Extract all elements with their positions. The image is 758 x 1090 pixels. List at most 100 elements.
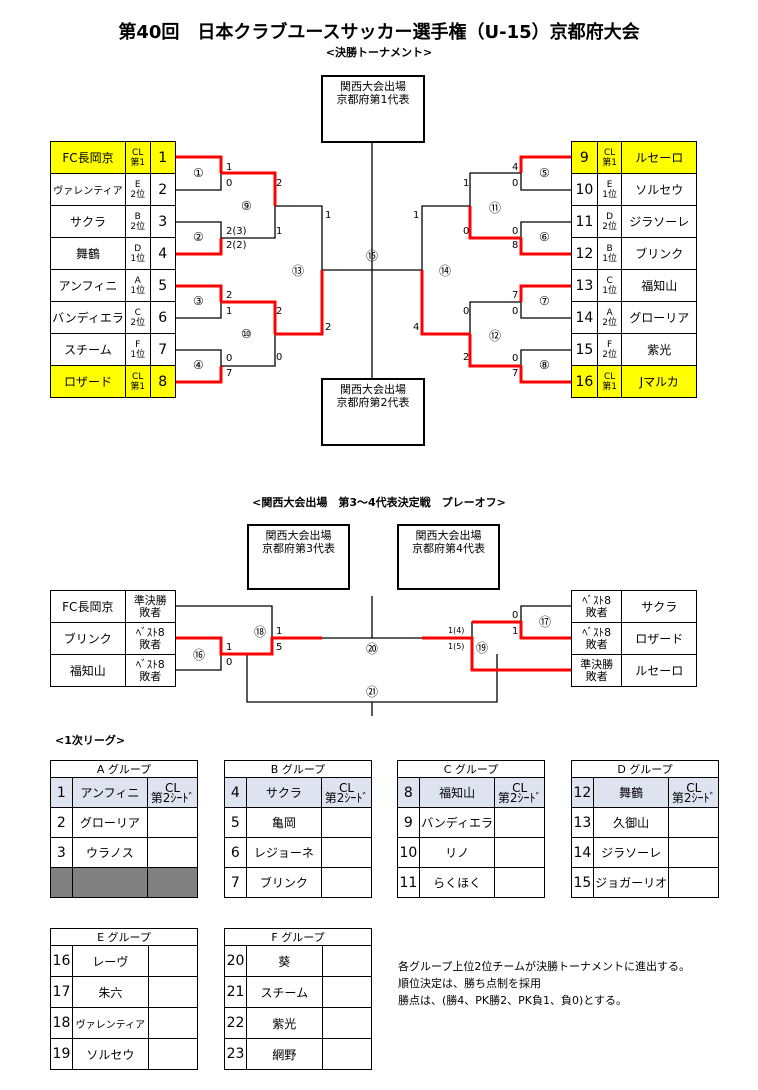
match-1: ① <box>193 166 204 180</box>
team-number: 8 <box>149 365 176 398</box>
score: 2 <box>325 322 332 333</box>
group-team: スチーム <box>245 976 323 1008</box>
rep-box-3: 関西大会出場京都府第3代表 <box>247 524 350 590</box>
match-10: ⑩ <box>241 327 252 341</box>
team-name: 舞鶴 <box>50 237 126 270</box>
group-number: 10 <box>397 837 420 868</box>
match-14: ⑭ <box>439 264 452 278</box>
team-number: 7 <box>149 333 176 366</box>
team-number: 12 <box>571 237 598 270</box>
group-seed <box>147 807 198 838</box>
group-number: 15 <box>571 867 594 898</box>
match-21: ㉑ <box>366 685 379 699</box>
team-number: 9 <box>571 141 598 174</box>
team-name: ソルセウ <box>621 173 697 206</box>
playoff-row: FC長岡京準決勝敗者 <box>50 590 177 623</box>
match-17: ⑰ <box>539 615 552 629</box>
team-number: 3 <box>149 205 176 238</box>
score: 1 <box>463 178 470 189</box>
team-name: FC長岡京 <box>50 141 126 174</box>
group-seed <box>147 867 198 898</box>
group-number: 18 <box>50 1007 73 1039</box>
score: 0 <box>512 306 519 317</box>
group-header: C グループ <box>397 760 545 778</box>
group-name: C グループ <box>397 760 545 778</box>
notes: 各グループ上位2位チームが決勝トーナメントに進出する。 順位決定は、勝ち点制を採… <box>398 960 691 1007</box>
team-number: 14 <box>571 301 598 334</box>
team-name: サクラ <box>50 205 126 238</box>
group-header: B グループ <box>224 760 372 778</box>
group-number: 16 <box>50 945 73 977</box>
team-name: グローリア <box>621 301 697 334</box>
group-team: 久御山 <box>592 807 670 838</box>
group-seed <box>321 945 373 977</box>
group-seed <box>147 1038 199 1070</box>
group-name: F グループ <box>224 928 372 946</box>
match-19: ⑲ <box>476 641 489 655</box>
group-number: 7 <box>224 867 247 898</box>
rep-box-2: 関西大会出場京都府第2代表 <box>321 378 425 446</box>
group-number: 2 <box>50 807 73 838</box>
score: 0 <box>512 178 519 189</box>
rep-box-4: 関西大会出場京都府第4代表 <box>397 524 500 590</box>
group-number: 8 <box>397 777 420 808</box>
match-5: ⑤ <box>539 166 550 180</box>
group-seed <box>668 837 719 868</box>
team-name: FC長岡京 <box>50 590 126 623</box>
group-team: ウラノス <box>71 837 149 868</box>
score: 1 <box>276 226 283 237</box>
group-team: 朱六 <box>71 976 149 1008</box>
score: 4 <box>413 322 420 333</box>
group-seed <box>147 837 198 868</box>
playoff-row: 準決勝敗者ルセーロ <box>570 654 697 687</box>
group-number: 5 <box>224 807 247 838</box>
score: 0 <box>463 306 470 317</box>
group-seed <box>494 807 545 838</box>
group-seed <box>321 976 373 1008</box>
team-name: スチーム <box>50 333 126 366</box>
league-title: <1次リーグ> <box>55 734 126 747</box>
final-tournament-title: <決勝トーナメント> <box>325 46 433 59</box>
group-number: 4 <box>224 777 247 808</box>
score: 1 <box>226 306 233 317</box>
team-name: ロザード <box>621 622 697 655</box>
group-name: B グループ <box>224 760 372 778</box>
match-18: ⑱ <box>254 625 267 639</box>
team-name: 紫光 <box>621 333 697 366</box>
team-number: 11 <box>571 205 598 238</box>
score: 2 <box>226 290 233 301</box>
group-team: 葵 <box>245 945 323 977</box>
group-seed <box>494 867 545 898</box>
